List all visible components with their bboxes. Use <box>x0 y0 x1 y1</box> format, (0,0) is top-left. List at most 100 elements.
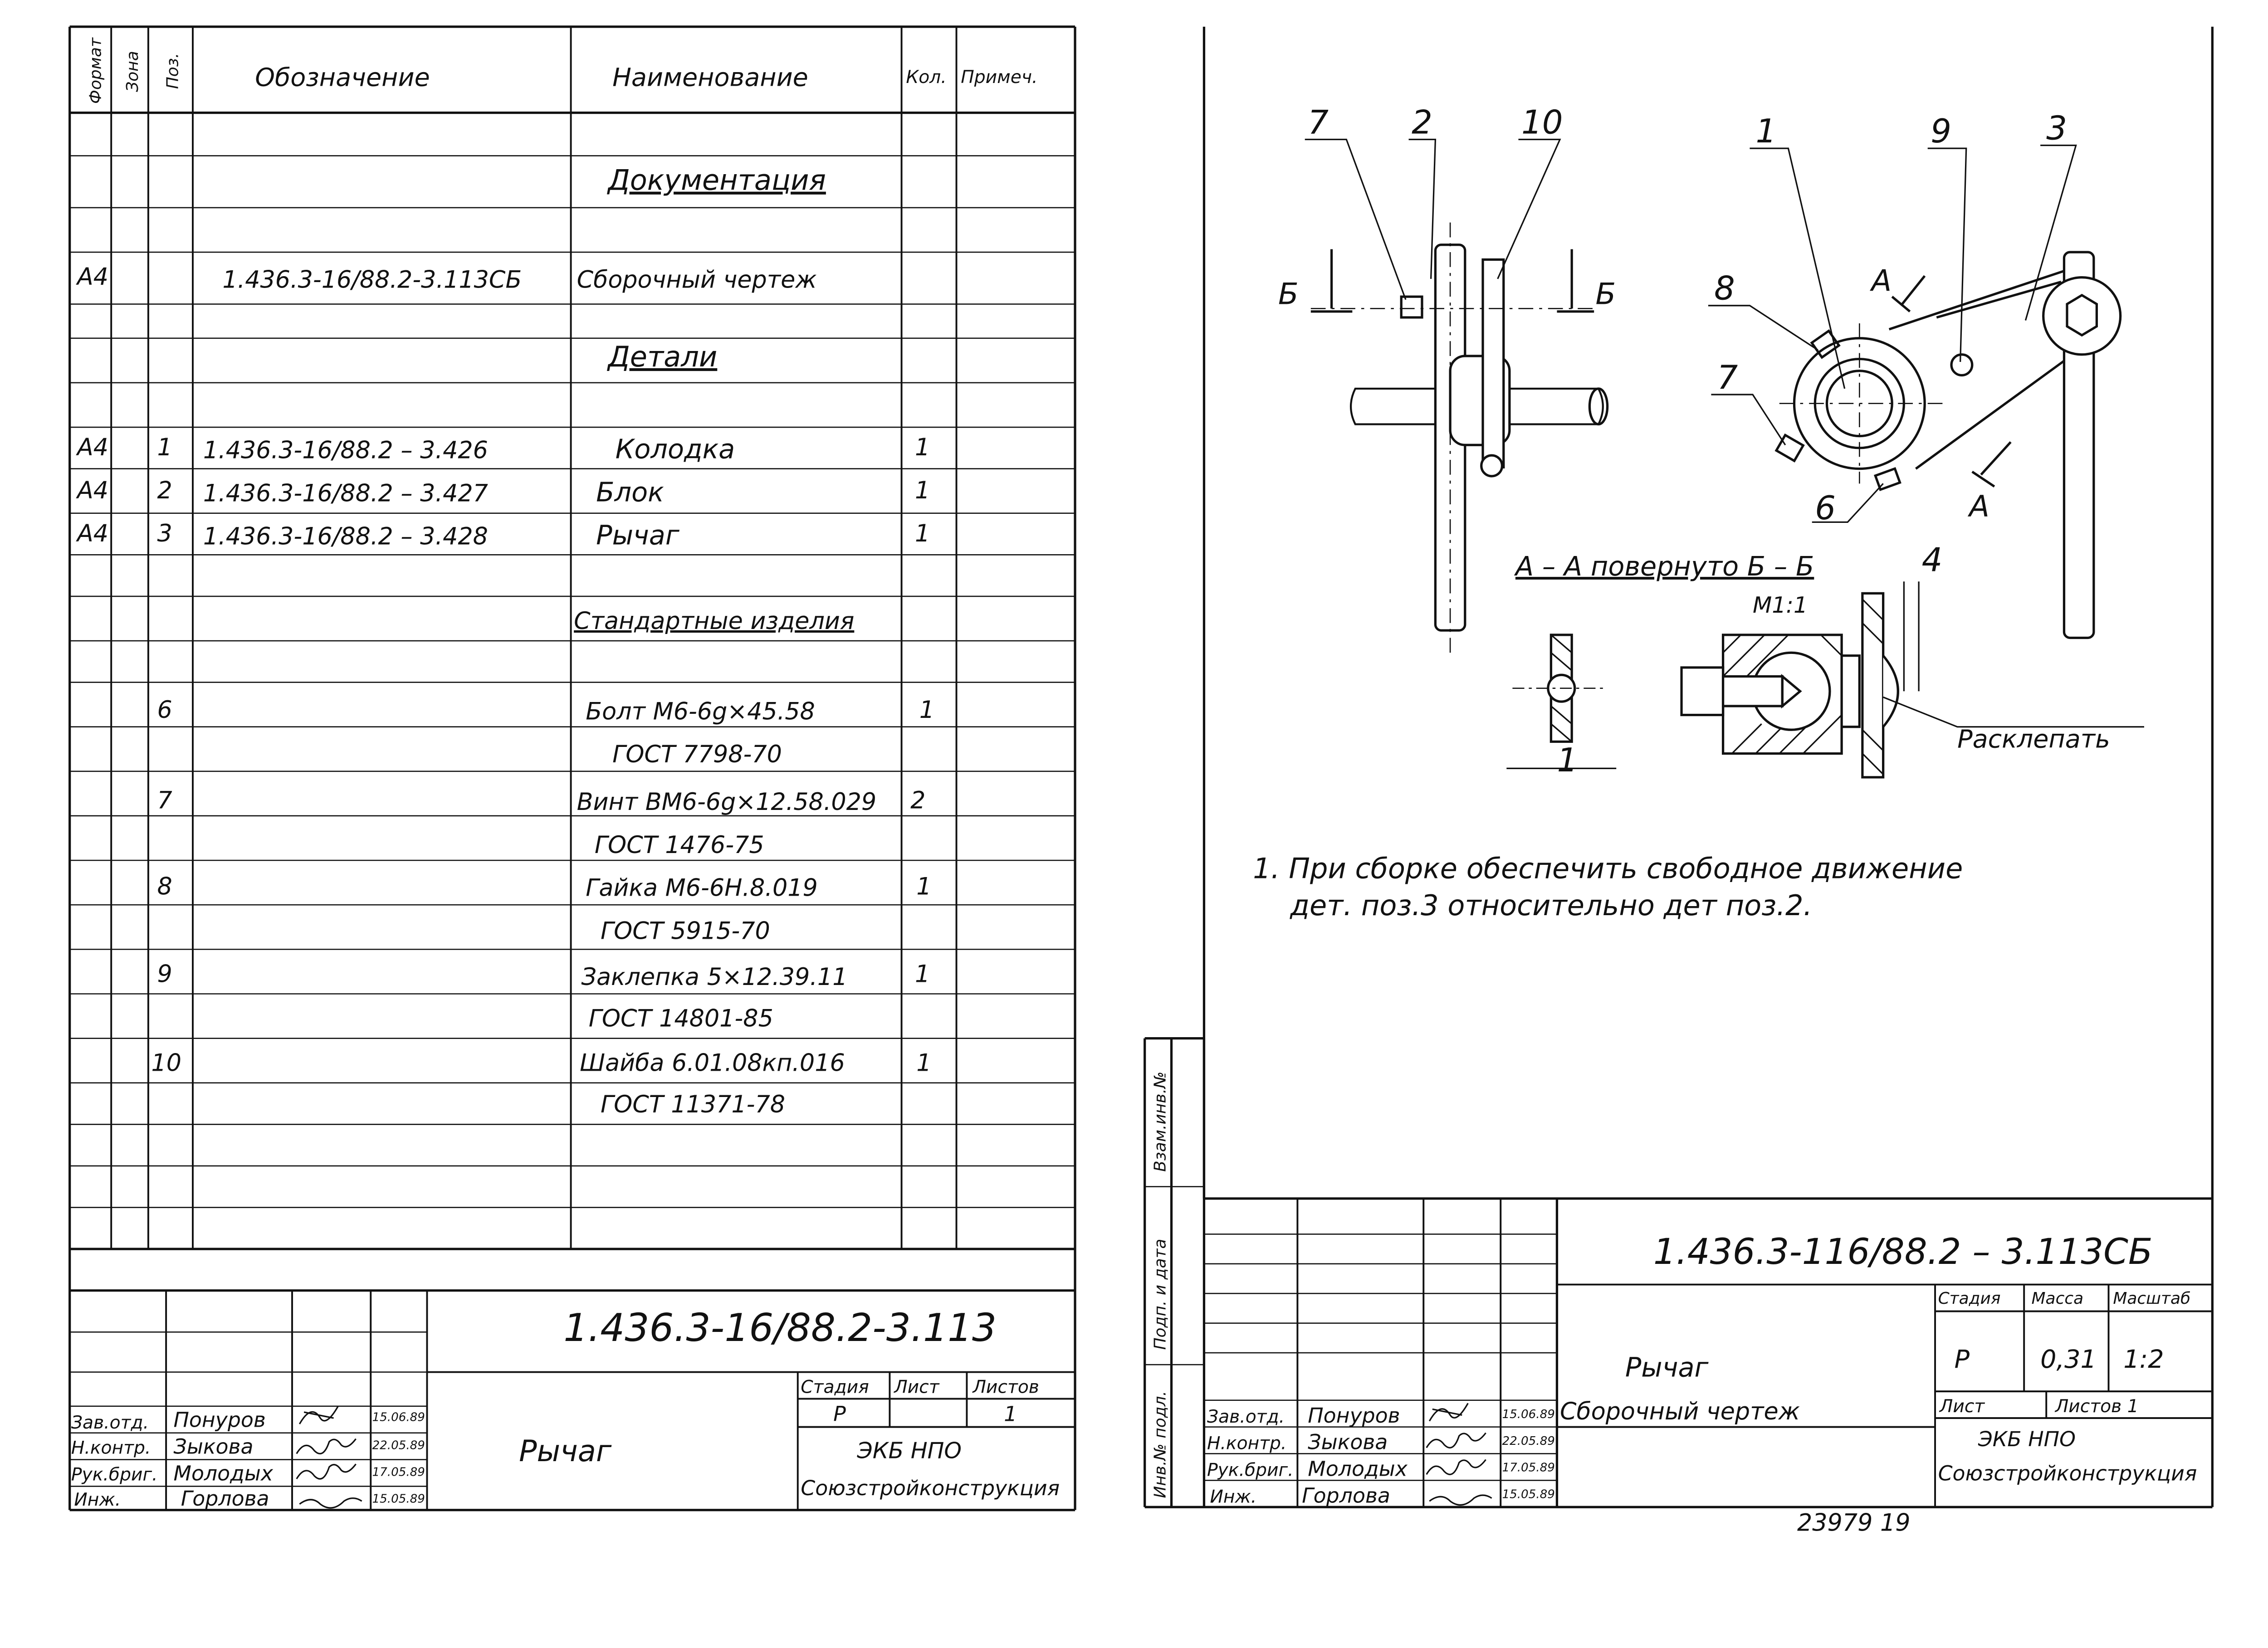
detail-format: А4 <box>76 477 108 504</box>
standard-item: 9 Заклепка 5×12.39.11 ГОСТ 14801-85 1 <box>157 960 930 1032</box>
scale-value: 1:2 <box>2123 1345 2164 1374</box>
detail-row: А4 3 1.436.3-16/88.2 – 3.428 Рычаг 1 <box>76 519 930 551</box>
drawing-title-block: 1.436.3-116/88.2 – 3.113СБ Рычаг Сборочн… <box>1204 1198 2213 1507</box>
section-mark-a-top: А <box>1869 263 1892 298</box>
signer-role: Зав.отд. <box>1207 1407 1285 1427</box>
spec-sheet-code: 1.436.3-16/88.2-3.113 <box>563 1306 997 1351</box>
signer-name: Понуров <box>173 1408 265 1432</box>
label-inv-podl: Инв.№ подл. <box>1151 1391 1169 1498</box>
standard-gost: ГОСТ 1476-75 <box>595 831 764 859</box>
standard-pos: 7 <box>157 787 172 814</box>
col-name-header: Наименование <box>612 63 808 93</box>
signer-role: Инж. <box>74 1490 121 1510</box>
signer-name: Понуров <box>1308 1404 1400 1428</box>
detail-pos: 2 <box>157 477 172 504</box>
org-name-line1: ЭКБ НПО <box>856 1437 962 1463</box>
detail-designation: 1.436.3-16/88.2 – 3.428 <box>203 522 488 550</box>
col-zone-header: Зона <box>123 51 142 92</box>
mass-value: 0,31 <box>2040 1345 2097 1374</box>
signer-name: Зыкова <box>173 1434 253 1458</box>
spec-item-name: Рычаг <box>519 1434 612 1468</box>
org-name-line1: ЭКБ НПО <box>1978 1427 2076 1451</box>
section-a-a-view <box>1506 581 2144 779</box>
section-marks-b <box>1310 249 1594 313</box>
stage-value: Р <box>833 1402 846 1426</box>
section-documentation: Документация <box>606 164 826 197</box>
drawing-name-line1: Рычаг <box>1625 1351 1709 1383</box>
sheets-label: Листов 1 <box>2054 1396 2139 1417</box>
detail-row: А4 1 1.436.3-16/88.2 – 3.426 Колодка 1 <box>76 434 930 465</box>
col-pos-header: Поз. <box>163 53 182 89</box>
signer-date: 15.06.89 <box>372 1411 425 1424</box>
org-name-line2: Союзстройконструкция <box>1938 1461 2197 1485</box>
stage-label: Стадия <box>1938 1289 2001 1308</box>
col-designation-header: Обозначение <box>255 63 430 93</box>
section-mark-b-right: Б <box>1595 277 1616 312</box>
mass-label: Масса <box>2032 1289 2084 1308</box>
detail-name: Рычаг <box>596 519 680 551</box>
stage-label: Стадия <box>801 1377 869 1397</box>
section-marks-a <box>1891 275 2012 488</box>
signer-row: Рук.бриг. Молодых 17.05.89 <box>71 1461 425 1485</box>
signer-row: Рук.бриг. Молодых 17.05.89 <box>1207 1457 1555 1481</box>
detail-row: А4 2 1.436.3-16/88.2 – 3.427 Блок 1 <box>76 477 930 508</box>
detail-qty: 1 <box>915 477 930 504</box>
standard-name: Винт ВМ6-6g×12.58.029 <box>577 788 877 816</box>
detail-pos: 1 <box>157 434 172 461</box>
section-details: Детали <box>606 340 717 373</box>
signer-date: 17.05.89 <box>372 1466 425 1479</box>
detail-name: Блок <box>596 477 664 508</box>
signer-row: Инж. Горлова 15.05.89 <box>74 1487 425 1511</box>
standard-gost: ГОСТ 11371-78 <box>601 1091 785 1118</box>
callout-4: 4 <box>1922 541 1943 579</box>
signer-date: 15.06.89 <box>1502 1408 1554 1421</box>
signer-date: 22.05.89 <box>372 1439 425 1453</box>
standard-gost: ГОСТ 7798-70 <box>612 741 782 768</box>
doc-row-name: Сборочный чертеж <box>577 266 817 294</box>
note-line-2: дет. поз.3 относительно дет поз.2. <box>1290 889 1812 922</box>
callout-6: 6 <box>1815 489 1836 527</box>
col-note-header: Примеч. <box>961 67 1037 88</box>
section-mark-a-bottom: А <box>1967 489 1989 523</box>
label-vzam-inv: Взам.инв.№ <box>1151 1072 1169 1172</box>
signature-marks <box>296 1406 362 1509</box>
technical-note: 1. При сборке обеспечить свободное движе… <box>1253 852 1963 922</box>
signer-role: Инж. <box>1210 1487 1257 1507</box>
sheets-label: Листов <box>972 1377 1039 1397</box>
callout-7b: 7 <box>1717 358 1738 396</box>
standard-name: Гайка М6-6Н.8.019 <box>586 874 817 902</box>
standard-item: 7 Винт ВМ6-6g×12.58.029 ГОСТ 1476-75 2 <box>157 787 926 859</box>
stage-value: Р <box>1955 1345 1970 1374</box>
standard-qty: 1 <box>916 873 931 900</box>
callout-2: 2 <box>1412 103 1432 141</box>
drawing-name-line2: Сборочный чертеж <box>1560 1398 1800 1425</box>
callout-8: 8 <box>1714 269 1735 307</box>
org-name-line2: Союзстройконструкция <box>801 1476 1060 1500</box>
signature-marks <box>1426 1403 1492 1506</box>
signer-name: Молодых <box>173 1461 273 1485</box>
rivet-note: Расклепать <box>1957 725 2110 754</box>
callout-1-section: 1 <box>1557 741 1578 779</box>
detail-qty: 1 <box>915 434 930 461</box>
signer-date: 15.05.89 <box>372 1492 425 1506</box>
archive-number: 23979 19 <box>1797 1509 1910 1537</box>
standard-qty: 1 <box>916 1049 931 1077</box>
signer-role: Рук.бриг. <box>1207 1460 1294 1481</box>
standard-item: 10 Шайба 6.01.08кп.016 ГОСТ 11371-78 1 <box>151 1049 931 1119</box>
standard-pos: 10 <box>151 1049 181 1077</box>
sheet-label: Лист <box>893 1377 940 1397</box>
doc-row-format: А4 <box>76 263 108 291</box>
drawing-code: 1.436.3-116/88.2 – 3.113СБ <box>1653 1231 2153 1273</box>
signer-role: Н.контр. <box>71 1438 151 1458</box>
doc-row-designation: 1.436.3-16/88.2-3.113СБ <box>222 266 522 294</box>
standard-pos: 8 <box>157 873 172 900</box>
signer-date: 17.05.89 <box>1502 1461 1554 1475</box>
detail-name: Колодка <box>616 434 735 465</box>
leader-lines <box>1305 138 2077 523</box>
sheets-value: 1 <box>1004 1402 1017 1426</box>
signer-row: Зав.отд. Понуров 15.06.89 <box>1207 1404 1555 1428</box>
signer-row: Н.контр. Зыкова 22.05.89 <box>71 1434 425 1458</box>
signer-role: Рук.бриг. <box>71 1464 158 1485</box>
